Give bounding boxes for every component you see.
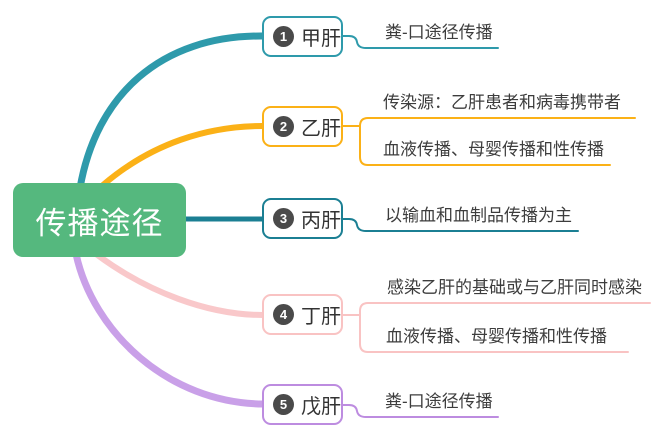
child-hep-a-route[interactable]: 粪-口途径传播 bbox=[385, 23, 493, 42]
connector-hep-a-child bbox=[342, 35, 499, 49]
connector-hep-c-child bbox=[342, 218, 579, 232]
child-hep-c-route[interactable]: 以输血和血制品传播为主 bbox=[385, 206, 572, 225]
root-label: 传播途径 bbox=[35, 205, 164, 241]
branch-label-hep-c: 丙肝 bbox=[301, 210, 341, 232]
child-hep-d-basis[interactable]: 感染乙肝的基础或与乙肝同时感染 bbox=[387, 278, 642, 297]
badge-5: 5 bbox=[273, 394, 294, 415]
branch-node-hep-b[interactable]: 2 乙肝 bbox=[262, 106, 343, 147]
badge-2: 2 bbox=[273, 116, 294, 137]
curve-hep-a bbox=[76, 32, 267, 192]
child-hep-b-routes[interactable]: 血液传播、母婴传播和性传播 bbox=[383, 140, 604, 159]
child-hep-b-source[interactable]: 传染源：乙肝患者和病毒携带者 bbox=[383, 93, 621, 112]
curve-hep-b bbox=[100, 123, 266, 188]
branch-label-hep-b: 乙肝 bbox=[301, 118, 341, 140]
branch-node-hep-a[interactable]: 1 甲肝 bbox=[262, 16, 343, 57]
curve-hep-d bbox=[93, 251, 266, 318]
badge-4: 4 bbox=[273, 304, 294, 325]
root-node[interactable]: 传播途径 bbox=[13, 183, 186, 257]
child-hep-e-route[interactable]: 粪-口途径传播 bbox=[385, 392, 493, 411]
branch-node-hep-d[interactable]: 4 丁肝 bbox=[262, 294, 343, 335]
badge-1: 1 bbox=[273, 26, 294, 47]
connector-hep-b-children bbox=[342, 117, 636, 166]
connector-hep-e-child bbox=[342, 404, 499, 418]
branch-label-hep-e: 戊肝 bbox=[301, 396, 341, 418]
branch-label-hep-d: 丁肝 bbox=[301, 306, 341, 328]
child-hep-d-routes[interactable]: 血液传播、母婴传播和性传播 bbox=[386, 327, 607, 346]
connector-hep-d-children bbox=[342, 302, 651, 353]
badge-3: 3 bbox=[273, 208, 294, 229]
branch-node-hep-c[interactable]: 3 丙肝 bbox=[262, 198, 343, 239]
curve-hep-e bbox=[72, 250, 267, 408]
branch-node-hep-e[interactable]: 5 戊肝 bbox=[262, 384, 343, 425]
branch-label-hep-a: 甲肝 bbox=[301, 28, 341, 50]
